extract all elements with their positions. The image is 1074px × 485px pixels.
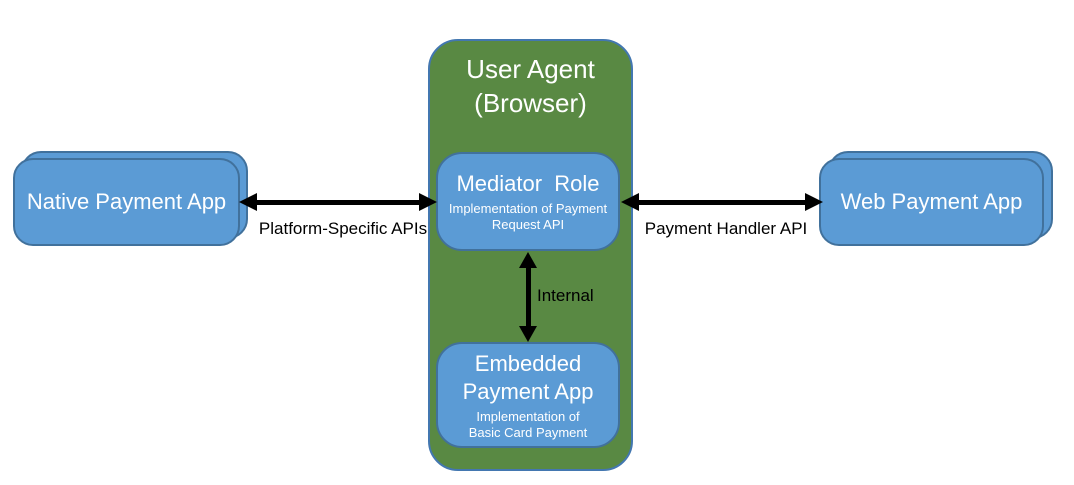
web-payment-app-node: Web Payment App — [819, 158, 1044, 246]
web-payment-app-label: Web Payment App — [840, 189, 1023, 214]
native-payment-app-label: Native Payment App — [26, 189, 227, 214]
mediator-role-subtitle: Implementation of Payment Request API — [448, 201, 608, 232]
native-payment-app-node: Native Payment App — [13, 158, 240, 246]
payment-handler-api-label: Payment Handler API — [644, 219, 808, 238]
arrowhead-east-icon — [805, 193, 823, 211]
internal-label: Internal — [537, 286, 594, 305]
embedded-payment-app-title: Embedded Payment App — [462, 350, 594, 404]
mediator-role-node: Mediator Role Implementation of Payment … — [436, 152, 620, 251]
arrowhead-west-icon — [239, 193, 257, 211]
user-agent-title: User Agent (Browser) — [466, 54, 595, 118]
arrow-shaft — [639, 199, 805, 205]
arrowhead-south-icon — [519, 326, 537, 342]
mediator-role-title: Mediator Role — [456, 171, 600, 196]
arrowhead-west-icon — [621, 193, 639, 211]
arrow-shaft — [525, 268, 531, 326]
arrow-mediator-to-web — [621, 193, 823, 211]
arrow-mediator-to-embedded — [519, 252, 537, 342]
arrow-shaft — [257, 199, 419, 205]
arrowhead-east-icon — [419, 193, 437, 211]
arrow-native-to-mediator — [239, 193, 437, 211]
arrowhead-north-icon — [519, 252, 537, 268]
platform-specific-apis-label: Platform-Specific APIs — [258, 219, 428, 238]
embedded-payment-app-subtitle: Implementation of Basic Card Payment — [468, 408, 588, 440]
embedded-payment-app-node: Embedded Payment App Implementation of B… — [436, 342, 620, 448]
